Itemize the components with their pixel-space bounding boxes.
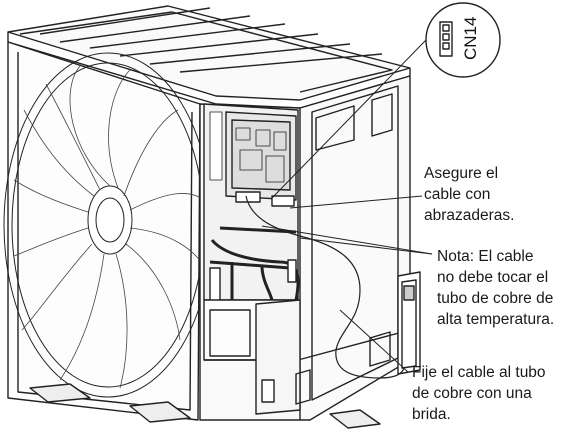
- wired-controller: [397, 271, 421, 375]
- connector-label: CN14: [461, 17, 480, 60]
- cable-route: [245, 195, 405, 379]
- callout-secure-cable: Asegure el cable con abrazaderas.: [424, 165, 515, 224]
- leader-lines: [261, 195, 433, 373]
- callout-fix-cable: Fije el cable al tubo de cobre con una b…: [412, 364, 546, 423]
- callout-note: Nota: El cable no debe tocar el tubo de …: [437, 248, 555, 328]
- feet: [29, 383, 381, 429]
- connector-zoom: [271, 2, 501, 199]
- fan-grille: [3, 52, 213, 398]
- electrical-compartment: [203, 103, 300, 315]
- base: [203, 299, 411, 415]
